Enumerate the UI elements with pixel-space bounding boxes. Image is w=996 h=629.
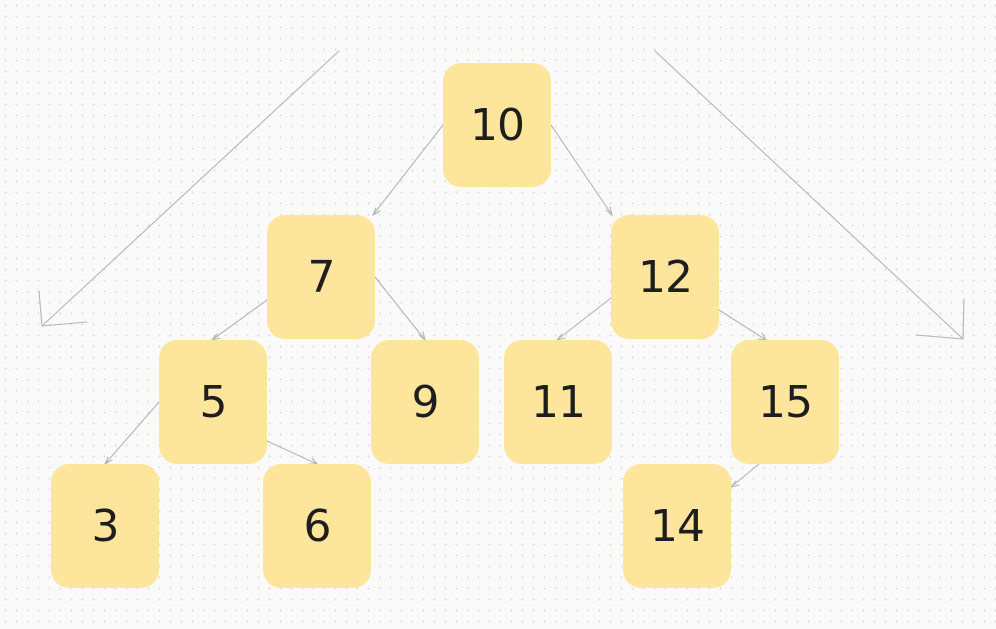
tree-node-14[interactable]: 14 [623, 464, 731, 588]
node-label: 12 [638, 251, 693, 303]
tree-node-15[interactable]: 15 [731, 340, 839, 464]
tree-node-3[interactable]: 3 [51, 464, 159, 588]
node-label: 3 [91, 500, 120, 552]
edge-7-9 [374, 276, 426, 341]
edge-5-3 [104, 401, 160, 465]
tree-node-9[interactable]: 9 [371, 340, 479, 464]
edge-15-14 [730, 463, 760, 488]
tree-node-12[interactable]: 12 [611, 215, 719, 339]
node-label: 6 [303, 500, 332, 552]
tree-node-5[interactable]: 5 [159, 340, 267, 464]
node-label: 7 [307, 251, 336, 303]
edge-12-11 [556, 297, 612, 341]
edge-10-12 [550, 124, 613, 216]
node-label: 14 [650, 500, 705, 552]
tree-node-6[interactable]: 6 [263, 464, 371, 588]
node-label: 11 [531, 376, 586, 428]
edge-7-5 [211, 299, 268, 341]
edge-5-6 [266, 440, 318, 465]
tree-node-10[interactable]: 10 [443, 63, 551, 187]
tree-node-11[interactable]: 11 [504, 340, 612, 464]
node-label: 9 [411, 376, 440, 428]
node-label: 15 [758, 376, 813, 428]
node-label: 10 [470, 99, 525, 151]
node-label: 5 [199, 376, 228, 428]
tree-node-7[interactable]: 7 [267, 215, 375, 339]
edge-10-7 [372, 124, 444, 216]
edge-12-15 [718, 309, 767, 341]
